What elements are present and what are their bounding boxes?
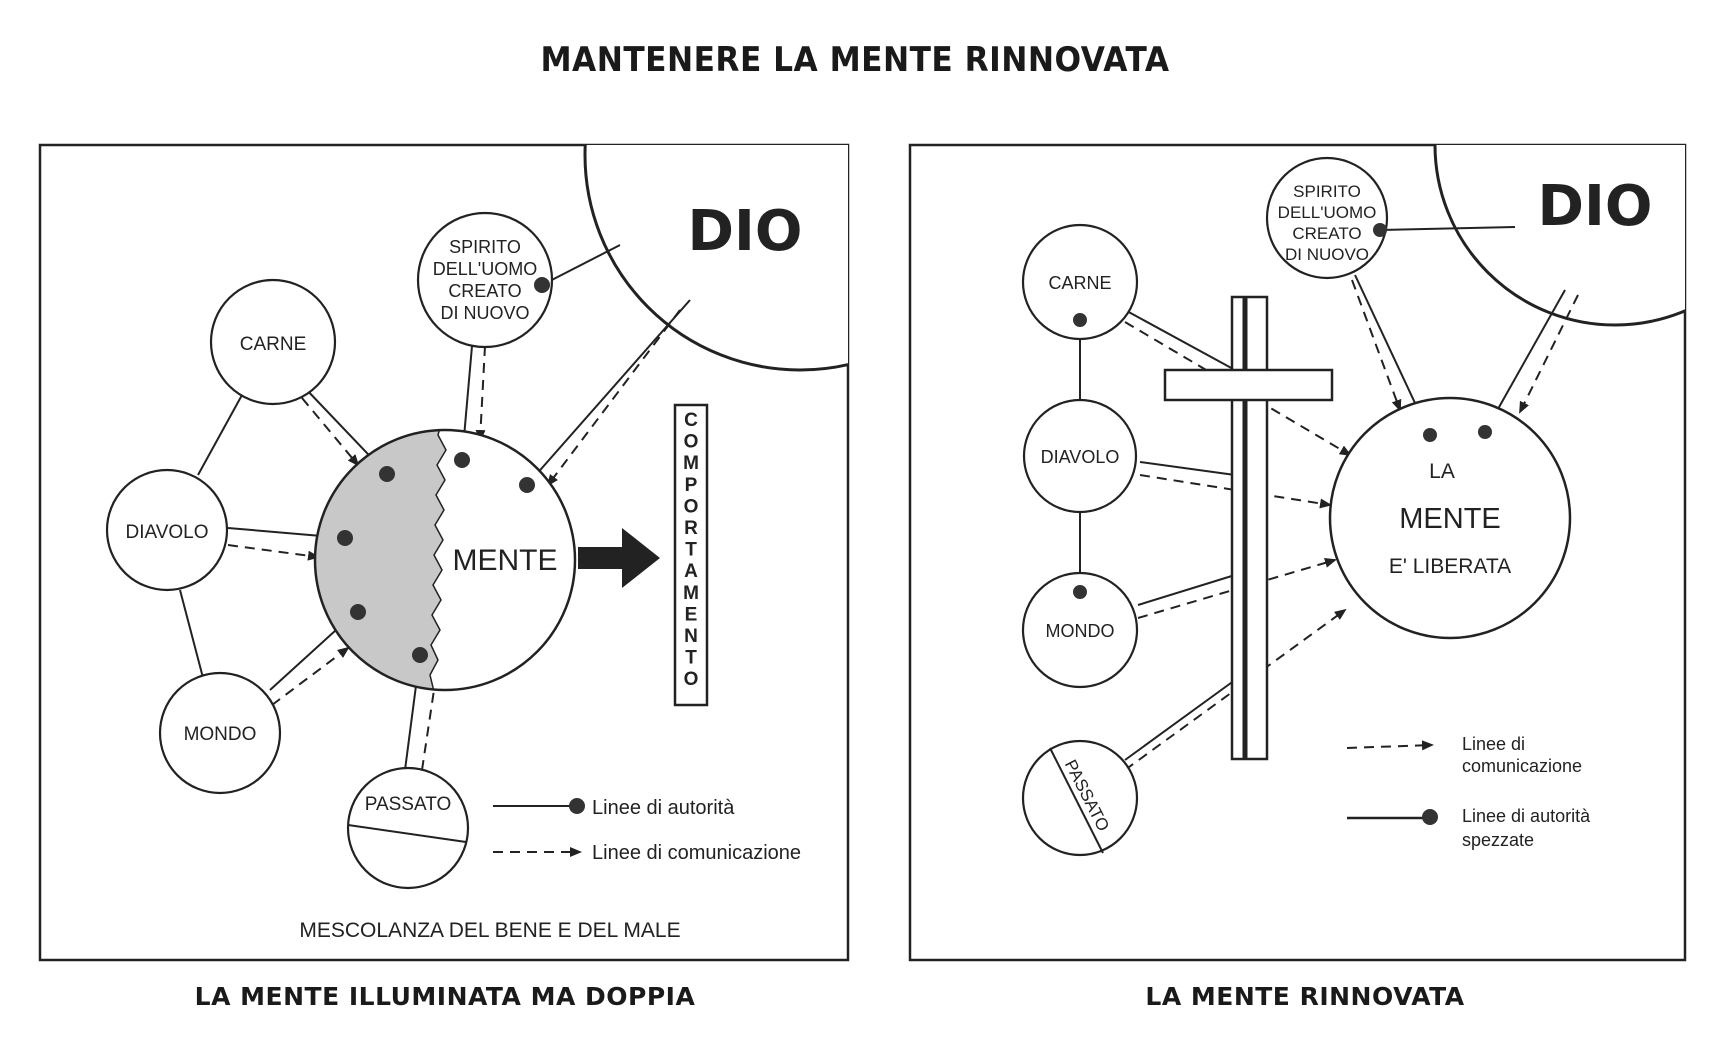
svg-text:DI NUOVO: DI NUOVO [1285,245,1369,264]
dio-circle-left [583,145,848,372]
svg-text:Linee di autorità: Linee di autorità [1462,806,1591,826]
svg-text:spezzate: spezzate [1462,830,1534,850]
left-panel: DIO MENTE [38,143,850,962]
passato-divider-right [1049,747,1104,854]
mente-liberata-label: E' LIBERATA [1389,555,1511,578]
dio-label-left: DIO [688,199,803,264]
spirito-label-right: SPIRITO DELL'UOMO CREATO DI NUOVO [1278,182,1377,264]
spirito-label-left: SPIRITO DELL'UOMO CREATO DI NUOVO [433,237,537,323]
diavolo-label-right: DIAVOLO [1041,447,1120,467]
svg-text:SPIRITO: SPIRITO [449,237,521,257]
diavolo-label-left: DIAVOLO [125,522,208,543]
svg-text:CREATO: CREATO [1292,224,1361,243]
spirito-circle-right [1265,156,1389,280]
passato-label-left: PASSATO [365,794,452,815]
caption-left: LA MENTE ILLUMINATA MA DOPPIA [194,982,696,1011]
diavolo-circle-left [105,468,229,592]
mondo-circle-left [158,671,282,795]
carne-label-left: CARNE [240,334,307,355]
left-panel-frame [38,143,850,962]
svg-text:Linee di: Linee di [1462,734,1525,754]
legend-authority-label-left: Linee di autorità [592,797,735,819]
legend-communication-label-right: Linee di comunicazione [1462,734,1582,776]
mondo-label-right: MONDO [1046,621,1115,641]
carne-circle-right [1021,223,1139,341]
main-title: MANTENERE LA MENTE RINNOVATA [540,40,1170,80]
dio-circle-right [1433,145,1685,327]
mente-label-right: MENTE [1399,503,1501,535]
legend-communication-label-left: Linee di comunicazione [592,842,801,864]
mente-la-label: LA [1429,460,1455,483]
mondo-circle-right [1021,571,1139,689]
carne-label-right: CARNE [1048,273,1111,293]
passato-divider-left [347,824,467,843]
legend-communication-line-right [1346,740,1434,751]
comportamento-arrow [578,528,660,588]
mente-label-left: MENTE [453,544,558,577]
svg-text:CREATO: CREATO [448,281,521,301]
svg-text:DELL'UOMO: DELL'UOMO [433,259,537,279]
legend-authority-label-right: Linee di autorità spezzate [1462,806,1591,850]
svg-text:DI NUOVO: DI NUOVO [440,303,529,323]
svg-text:SPIRITO: SPIRITO [1293,182,1361,201]
diavolo-circle-right [1022,398,1138,514]
caption-right: LA MENTE RINNOVATA [1145,982,1465,1011]
mente-circle-right [1328,396,1572,640]
mente-circle-left [313,428,577,692]
right-panel-frame [908,143,1687,962]
right-panel: DIO LA M [908,143,1687,962]
cross [1163,295,1334,761]
carne-circle-left [209,278,337,406]
mondo-label-left: MONDO [184,724,257,745]
footer-note-left: MESCOLANZA DEL BENE E DEL MALE [299,919,680,942]
dio-label-right: DIO [1538,174,1653,239]
spirito-circle-left [416,211,554,349]
passato-circle-left [346,766,470,890]
svg-text:comunicazione: comunicazione [1462,756,1582,776]
comportamento-box [673,403,709,707]
svg-text:DELL'UOMO: DELL'UOMO [1278,203,1377,222]
passato-circle-right [1021,739,1139,857]
